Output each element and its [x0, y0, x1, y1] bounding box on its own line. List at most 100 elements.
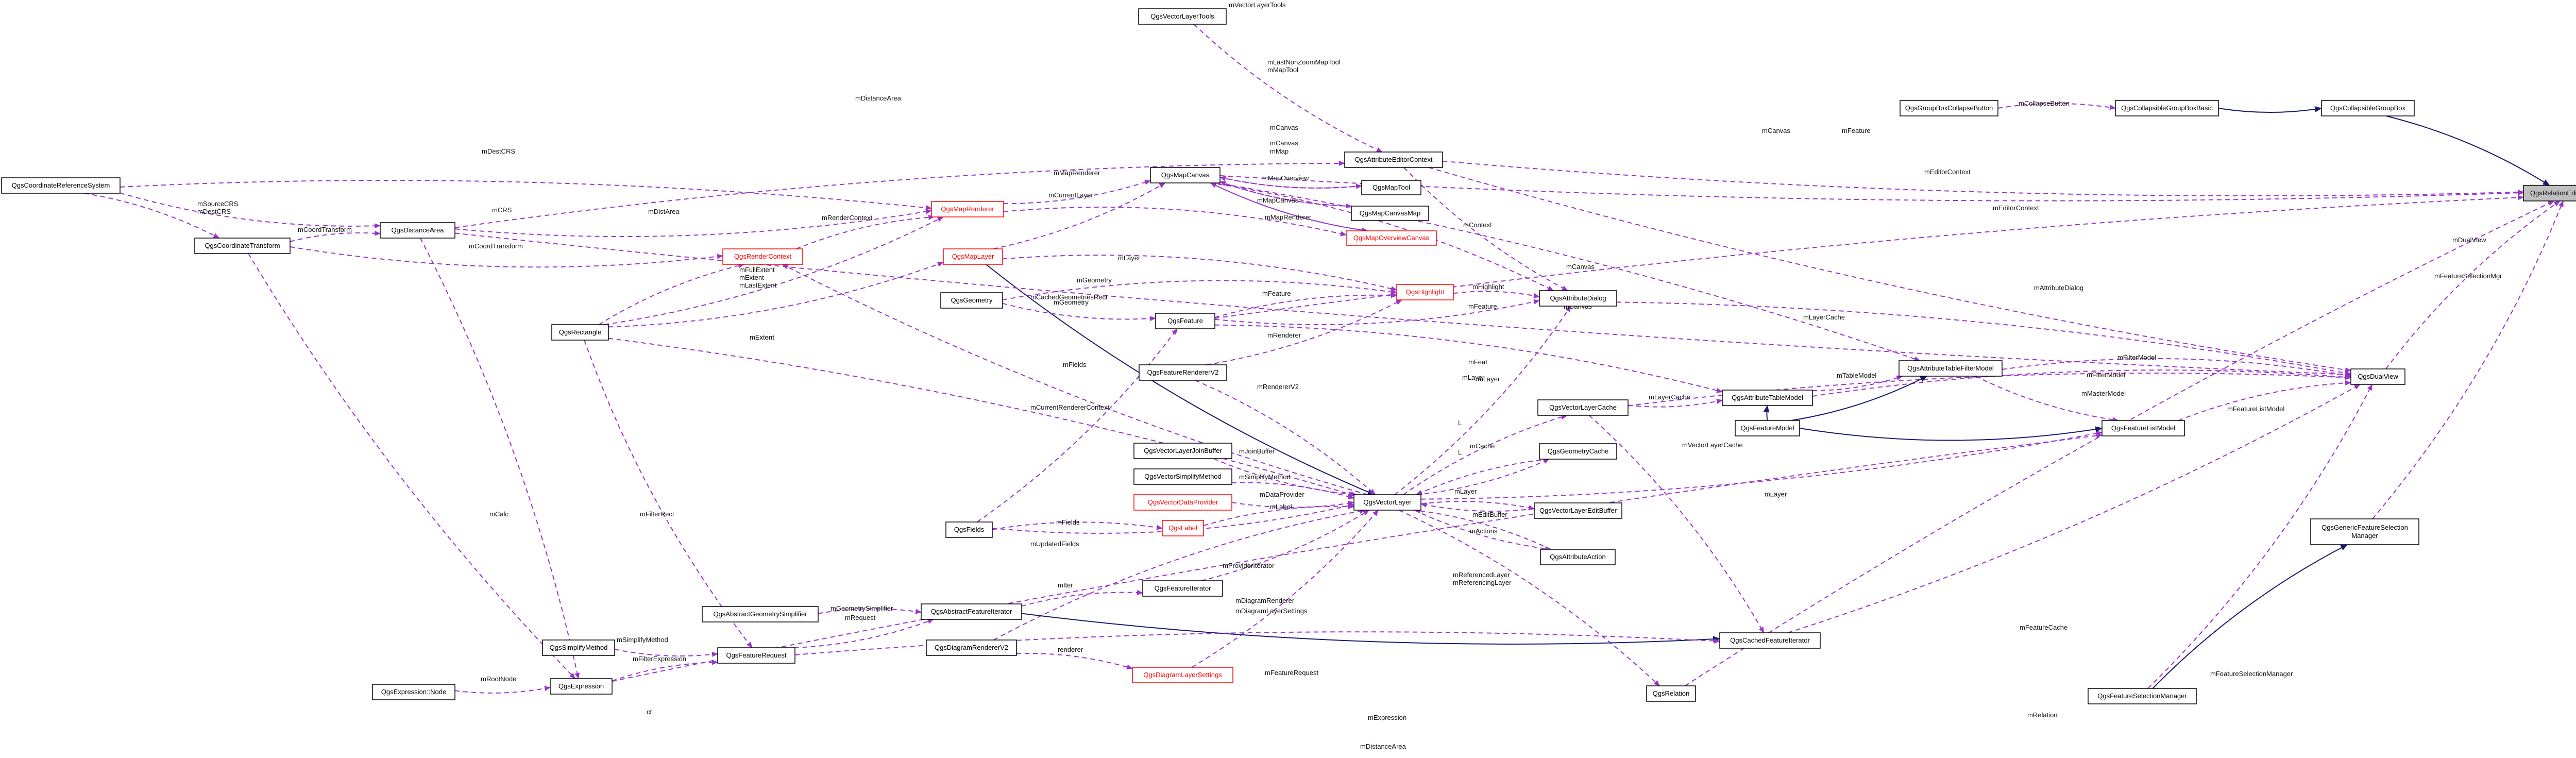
class-node-fields[interactable]: QgsFields [945, 521, 993, 538]
class-node-renderer[interactable]: QgsFeatureRendererV2 [1139, 364, 1227, 381]
edge-label: mFeature [1842, 127, 1871, 134]
class-node-joinbuf[interactable]: QgsVectorLayerJoinBuffer [1133, 443, 1232, 459]
class-node-geometry[interactable]: QgsGeometry [940, 292, 1003, 309]
class-node-box [2310, 518, 2419, 545]
edge-label: mLayer [1454, 487, 1477, 495]
class-node-distance[interactable]: QgsDistanceArea [380, 222, 455, 239]
class-node-maprenderer[interactable]: QgsMapRenderer [931, 201, 1004, 217]
class-node-collgbbasic[interactable]: QgsCollapsibleGroupBoxBasic [2115, 100, 2219, 116]
edge-label: mCalc [489, 510, 509, 518]
class-node-editbuf[interactable]: QgsVectorLayerEditBuffer [1534, 502, 1622, 519]
class-node-rectangle[interactable]: QgsRectangle [551, 324, 609, 341]
edge-n_rectangle-to-n_vlayer [608, 338, 1354, 496]
class-node-vlcache[interactable]: QgsVectorLayerCache [1537, 399, 1629, 416]
class-node-diagrenderer[interactable]: QgsDiagramRendererV2 [926, 639, 1017, 656]
class-node-exprnode[interactable]: QgsExpression::Node [372, 684, 455, 700]
class-node-simplifymethod[interactable]: QgsSimplifyMethod [542, 639, 615, 656]
class-node-box [1719, 632, 1821, 649]
class-node-selmgr[interactable]: QgsFeatureSelectionManager [2088, 688, 2197, 704]
class-node-featlistmodel[interactable]: QgsFeatureListModel [2102, 420, 2185, 436]
edge-n_attrdialog-to-n_dualview [1616, 301, 2351, 376]
class-node-box [1646, 685, 1696, 702]
class-node-attrdialog[interactable]: QgsAttributeDialog [1539, 290, 1617, 307]
edge-n_vlayer-to-n_featlistmodel [1420, 431, 2103, 500]
class-node-label[interactable]: QgsLabel [1162, 520, 1204, 536]
class-node-crs[interactable]: QgsCoordinateReferenceSystem [1, 177, 121, 194]
class-node-label: QgsGeometryCache [1548, 447, 1609, 455]
class-node-absiter[interactable]: QgsAbstractFeatureIterator [921, 603, 1022, 620]
class-node-canvasmap[interactable]: QgsMapCanvasMap [1351, 206, 1429, 221]
class-node-simplify[interactable]: QgsVectorSimplifyMethod [1133, 468, 1232, 485]
edge-label: mRequest [845, 614, 876, 621]
edge-n_rectangle-to-n_maplayer [608, 262, 944, 328]
class-node-attraction[interactable]: QgsAttributeAction [1540, 549, 1616, 565]
class-node-ct[interactable]: QgsCoordinateTransform [194, 238, 291, 254]
class-node-absgeomsimp[interactable]: QgsAbstractGeometrySimplifier [702, 606, 819, 622]
class-node-box [1539, 290, 1617, 307]
class-node-tablemodel[interactable]: QgsAttributeTableModel [1722, 390, 1813, 406]
class-node-attreditctx[interactable]: QgsAttributeEditorContext [1344, 151, 1443, 168]
class-node-featiter[interactable]: QgsFeatureIterator [1142, 580, 1223, 597]
class-node-maptool[interactable]: QgsMapTool [1361, 180, 1421, 195]
edge-label: mContext [1463, 221, 1492, 229]
edge-n_maprenderer-to-n_mapcanvas [1003, 180, 1151, 205]
class-node-maplayer[interactable]: QgsMapLayer [943, 248, 1003, 265]
class-node-box [2350, 368, 2405, 385]
class-node-box [1132, 667, 1233, 683]
class-node-feature[interactable]: QgsFeature [1155, 313, 1215, 329]
class-node-overview[interactable]: QgsMapOverviewCanvas [1346, 230, 1437, 246]
edge-n_cachediter-to-n_dualview [1787, 384, 2361, 633]
edge-label: mMapOverview [1262, 174, 1309, 182]
class-node-relation[interactable]: QgsRelation [1646, 685, 1696, 702]
class-node-diagsettings[interactable]: QgsDiagramLayerSettings [1132, 667, 1233, 683]
class-node-featmodel[interactable]: QgsFeatureModel [1735, 420, 1800, 436]
class-node-relwidget[interactable]: QgsRelationEditorWidget [2523, 185, 2576, 201]
edge-label: mCoordTransform [469, 242, 523, 250]
class-node-label: QgsSimplifyMethod [550, 644, 608, 651]
edge-n_rectangle-to-n_maprenderer [604, 216, 944, 325]
class-node-label: QgsCoordinateReferenceSystem [12, 181, 110, 189]
edge-n_maplayer-to-n_mapcanvas [993, 182, 1166, 249]
edge-label: mCRS [492, 206, 512, 214]
class-node-vectortools[interactable]: QgsVectorLayerTools [1138, 8, 1227, 25]
edge-n_ct-to-n_renderctx [290, 246, 723, 268]
edge-n_ct-to-n_expression [248, 253, 576, 679]
class-node-box [1735, 420, 1800, 436]
edge-n_highlight-to-n_attrdialog [1453, 291, 1540, 298]
class-node-label: QgsFields [954, 526, 985, 533]
class-node-renderctx[interactable]: QgsRenderContext [722, 248, 803, 265]
class-node-featreq[interactable]: QgsFeatureRequest [717, 647, 795, 664]
class-node-box [1537, 399, 1629, 416]
class-node-label: QgsVectorLayerEditBuffer [1539, 507, 1617, 514]
class-node-gbcollbtn[interactable]: QgsGroupBoxCollapseButton [1900, 100, 1998, 116]
edge-label: mFields [1056, 518, 1080, 526]
class-node-vlayer[interactable]: QgsVectorLayer [1353, 494, 1421, 511]
class-node-collgb[interactable]: QgsCollapsibleGroupBox [2321, 100, 2415, 116]
class-node-label: QgsVectorLayerJoinBuffer [1144, 447, 1222, 454]
class-node-label: QgsGeometry [951, 296, 993, 304]
class-node-cachediter[interactable]: QgsCachedFeatureIterator [1719, 632, 1821, 649]
edge-label: mFilterExpression [633, 655, 686, 663]
class-node-highlight[interactable]: QgsHighlight [1396, 284, 1454, 300]
edge-label: L [1458, 448, 1462, 456]
class-node-mapcanvas[interactable]: QgsMapCanvas [1150, 167, 1221, 183]
edge-n_vectortools-to-n_attreditctx [1193, 24, 1383, 153]
class-node-expression[interactable]: QgsExpression [550, 678, 613, 695]
class-node-filtermodel[interactable]: QgsAttributeTableFilterModel [1899, 360, 2003, 377]
class-node-label: QgsAttributeDialog [1550, 294, 1606, 302]
edge-label: mLayer [1118, 254, 1141, 262]
class-node-label: QgsMapCanvasMap [1360, 209, 1421, 217]
edge-label: mRelation [2027, 711, 2058, 719]
class-node-box [1139, 364, 1227, 381]
class-node-dataprov[interactable]: QgsVectorDataProvider [1133, 494, 1232, 511]
class-node-box [550, 678, 613, 695]
edge-label: mActions [1470, 527, 1498, 535]
edge-label: mExpression [1368, 714, 1406, 721]
class-node-dualview[interactable]: QgsDualView [2350, 368, 2405, 385]
edge-label: mFields [1063, 361, 1087, 368]
class-node-label: QgsFeatureIterator [1155, 584, 1211, 592]
class-node-geomcache[interactable]: QgsGeometryCache [1539, 443, 1617, 460]
